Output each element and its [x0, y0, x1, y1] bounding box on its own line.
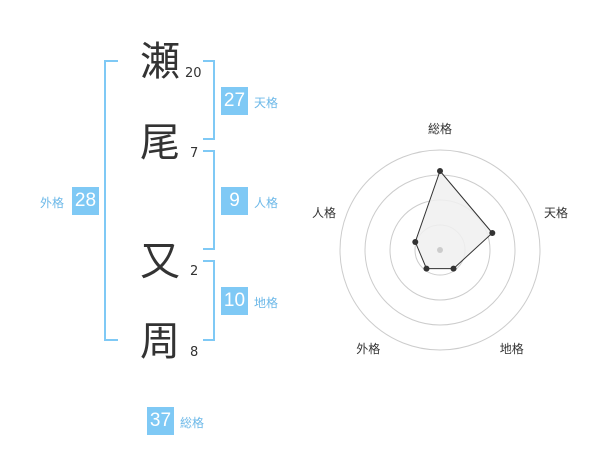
name-char-4-strokes: 8: [190, 345, 199, 360]
tenkaku-bracket: [203, 60, 215, 140]
radar-polygon: [414, 170, 493, 270]
name-char-3: 又: [140, 239, 180, 285]
tenkaku-label: 天格: [254, 96, 279, 110]
radar-ring-4: [339, 149, 541, 351]
soukaku-value: 37: [147, 407, 174, 435]
radar-axis-label-3: 地格: [499, 342, 524, 357]
radar-point-2: [489, 230, 496, 237]
radar-point-5: [412, 238, 419, 245]
name-char-1: 瀬: [140, 39, 180, 85]
name-char-2-strokes: 7: [190, 146, 199, 161]
chikaku-value: 10: [221, 287, 248, 315]
name-char-2: 尾: [140, 120, 180, 166]
radar-axis-label-4: 外格: [356, 342, 381, 357]
chikaku-bracket: [203, 260, 215, 341]
gaikaku-bracket: [104, 60, 118, 341]
name-char-1-strokes: 20: [185, 66, 202, 81]
radar-point-4: [423, 265, 430, 272]
soukaku-label: 総格: [180, 416, 205, 430]
name-char-3-strokes: 2: [190, 264, 199, 279]
gaikaku-value: 28: [72, 187, 99, 215]
jinkaku-value: 9: [221, 187, 248, 215]
radar-point-1: [437, 168, 443, 174]
name-char-4: 周: [140, 319, 180, 365]
chikaku-label: 地格: [254, 296, 279, 310]
jinkaku-label: 人格: [254, 196, 279, 210]
radar-axis-label-1: 総格: [428, 121, 453, 136]
radar-point-3: [450, 265, 457, 272]
jinkaku-bracket: [203, 150, 215, 250]
radar-axis-label-2: 天格: [544, 205, 569, 220]
radar-axis-label-5: 人格: [311, 205, 336, 220]
gaikaku-label: 外格: [40, 196, 65, 210]
tenkaku-value: 27: [221, 87, 248, 115]
radar-center-dot: [437, 247, 443, 253]
